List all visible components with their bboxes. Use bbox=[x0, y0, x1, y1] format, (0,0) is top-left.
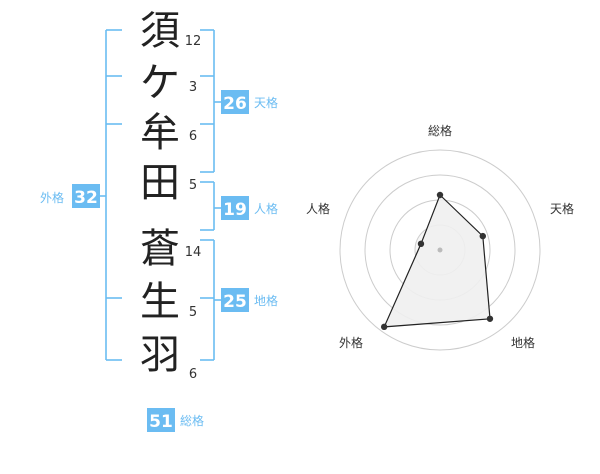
radar-point-3 bbox=[486, 315, 494, 322]
radar-point-1 bbox=[436, 191, 444, 199]
gaikaku-value: 32 bbox=[74, 188, 98, 208]
stroke-count-5: 14 bbox=[185, 245, 202, 260]
radar-label-jinkaku: 人格 bbox=[306, 201, 330, 216]
stroke-count-3: 6 bbox=[189, 129, 197, 144]
jinkaku-bracket bbox=[200, 181, 221, 231]
stroke-count-2: 3 bbox=[189, 80, 197, 95]
radar-ring bbox=[364, 174, 516, 326]
name-char-2: ケ bbox=[140, 60, 180, 106]
jinkaku-label: 人格 bbox=[254, 201, 278, 216]
tenkaku-badge bbox=[221, 90, 249, 114]
radar-label-gaikaku: 外格 bbox=[339, 335, 363, 350]
radar-chart: 総格 天格 地格 外格 人格 bbox=[306, 123, 574, 351]
chikaku-value: 25 bbox=[223, 292, 247, 312]
radar-label-tenkaku: 天格 bbox=[550, 201, 574, 216]
jinkaku-badge bbox=[221, 196, 249, 220]
stroke-count-6: 5 bbox=[189, 305, 197, 320]
chikaku-badge bbox=[221, 288, 249, 312]
gaikaku-label: 外格 bbox=[40, 190, 64, 205]
name-char-3: 牟 bbox=[140, 110, 180, 156]
jinkaku-value: 19 bbox=[223, 200, 247, 220]
radar-label-chikaku: 地格 bbox=[511, 335, 535, 350]
radar-points bbox=[380, 191, 494, 331]
radar-ring bbox=[339, 149, 541, 351]
radar-polygon bbox=[383, 193, 491, 328]
stroke-count-4: 5 bbox=[189, 178, 197, 193]
name-char-5: 蒼 bbox=[140, 226, 180, 272]
name-char-6: 生 bbox=[140, 279, 180, 325]
radar-point-5 bbox=[417, 240, 425, 248]
tenkaku-value: 26 bbox=[223, 94, 247, 114]
radar-point-4 bbox=[380, 323, 388, 331]
name-char-7: 羽 bbox=[140, 332, 180, 378]
stroke-count-7: 6 bbox=[189, 367, 197, 382]
tenkaku-label: 天格 bbox=[254, 95, 278, 110]
soukaku-badge bbox=[147, 408, 175, 432]
chikaku-label: 地格 bbox=[254, 293, 278, 308]
radar-point-2 bbox=[479, 232, 486, 240]
chikaku-bracket bbox=[200, 239, 221, 361]
gaikaku-badge bbox=[72, 184, 100, 208]
name-char-1: 須 bbox=[140, 8, 180, 54]
radar-center-dot bbox=[437, 247, 443, 253]
tenkaku-bracket bbox=[200, 29, 221, 173]
name-diagram: 須 ケ 牟 田 蒼 生 羽 12 3 6 5 14 5 6 bbox=[40, 8, 278, 432]
gaikaku-bracket bbox=[100, 29, 122, 361]
soukaku-label: 総格 bbox=[180, 413, 204, 428]
radar-label-soukaku: 総格 bbox=[428, 123, 452, 138]
name-char-4: 田 bbox=[140, 160, 180, 206]
stroke-count-1: 12 bbox=[185, 34, 202, 49]
soukaku-value: 51 bbox=[149, 412, 173, 432]
